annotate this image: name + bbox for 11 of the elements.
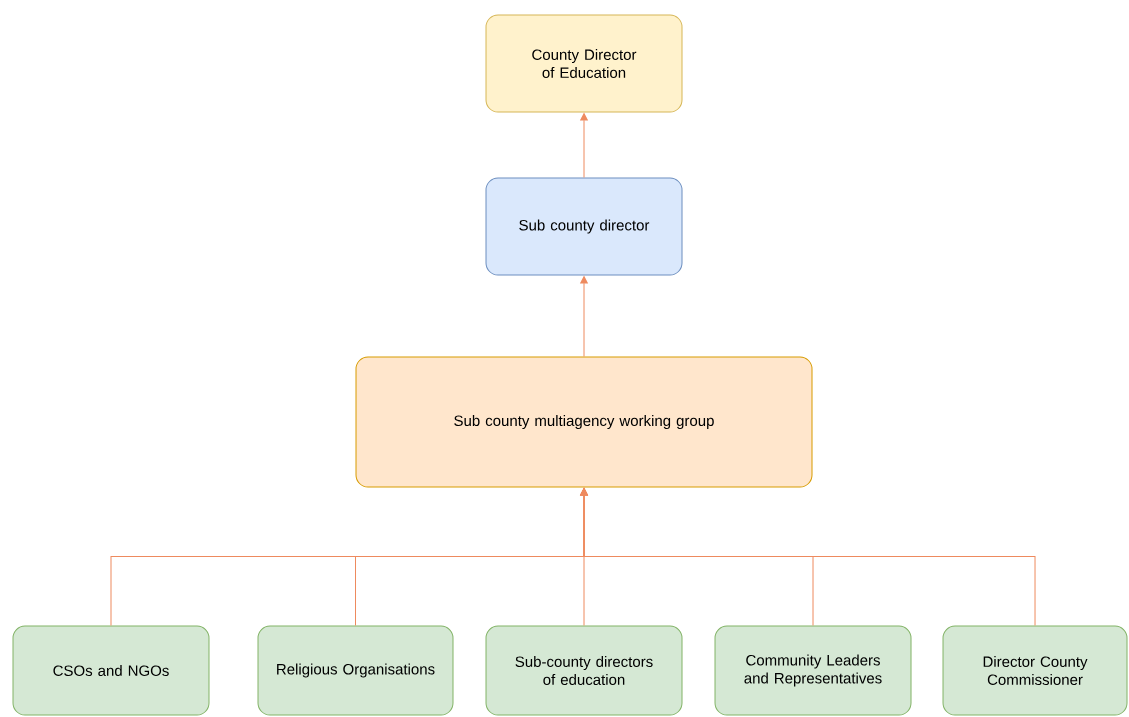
process-box: Sub county director: [485, 177, 683, 276]
process-box: Sub county multiagency working group: [355, 356, 813, 488]
arrow: [580, 113, 588, 178]
process-box: Religious Organisations: [257, 625, 454, 716]
arrow: [580, 488, 1036, 626]
process-box: Sub-county directors of education: [485, 625, 683, 716]
arrow: [580, 276, 588, 357]
process-box: Director County Commissioner: [942, 625, 1128, 716]
process-box: CSOs and NGOs: [12, 625, 210, 716]
process-box: Community Leaders and Representatives: [714, 625, 912, 716]
process-box: County Director of Education: [485, 14, 683, 113]
